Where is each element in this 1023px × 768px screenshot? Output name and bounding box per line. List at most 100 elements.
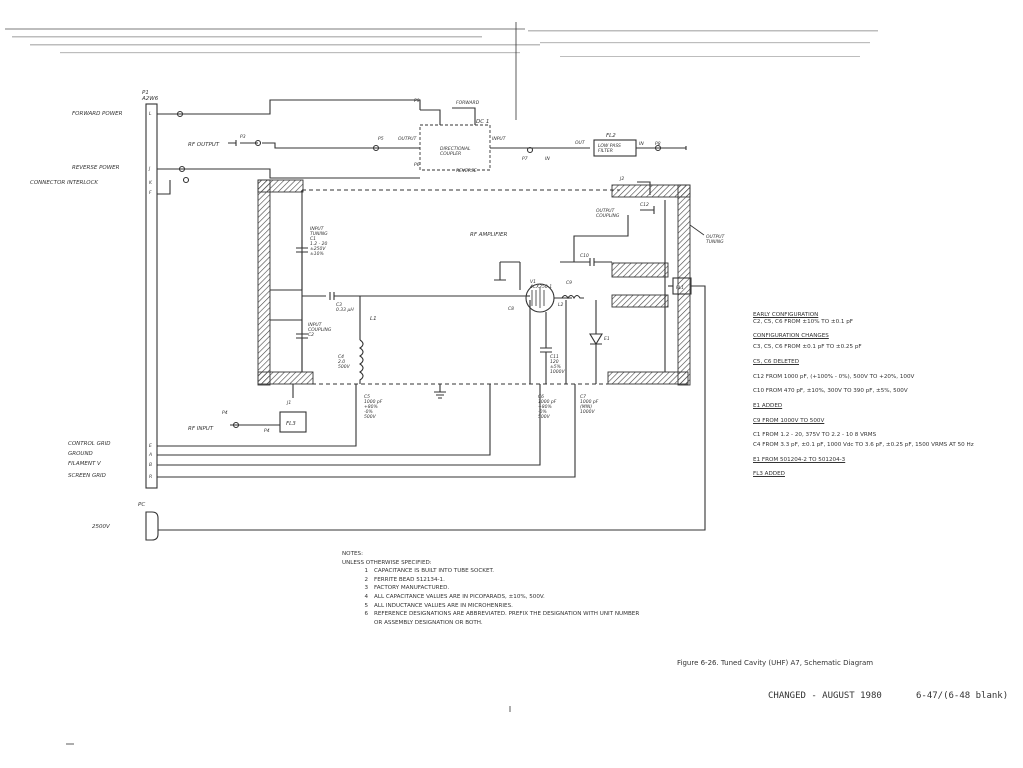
svg-text:P5: P5 (378, 136, 384, 142)
filter-fl3 (279, 411, 307, 433)
cfg-line: C2, C5, C6 FROM ±10% TO ±0.1 pF (753, 318, 854, 325)
faded-header-text (5, 28, 878, 57)
cfg-line: C4 FROM 3.3 pF, ±0.1 pF, 1000 Vdc TO 3.6… (753, 442, 974, 449)
svg-text:L2: L2 (558, 302, 564, 308)
svg-text:P8: P8 (655, 141, 661, 147)
svg-text:P4: P4 (264, 428, 270, 434)
connector-p1 (145, 103, 158, 489)
svg-text:R: R (149, 474, 152, 480)
cfg-line: E1 ADDED (753, 402, 783, 409)
interlock-wire (157, 180, 171, 195)
grid-line (302, 292, 530, 300)
svg-text:C9: C9 (566, 280, 572, 286)
svg-text:IN: IN (639, 141, 644, 147)
cfg-line: E1 FROM 501204-2 TO 501204-3 (753, 456, 846, 463)
svg-text:E1: E1 (604, 336, 610, 342)
svg-text:C12: C12 (640, 202, 649, 208)
page-number: 6-47/(6-48 blank) (916, 691, 1009, 701)
input-coupling-c2 (296, 310, 308, 372)
cfg-line: C10 FROM 470 pF, ±10%, 300V TO 390 pF, ±… (753, 388, 908, 395)
p1-pins: L J K F E A B R (148, 111, 153, 480)
svg-text:C30.33 μH: C30.33 μH (336, 302, 354, 313)
svg-text:P9: P9 (414, 98, 420, 104)
svg-text:P7: P7 (522, 156, 528, 162)
cfg-line: C1 FROM 1.2 - 20, 375V TO 2.2 - 10 8 VRM… (753, 432, 877, 439)
cfg-line: C12 FROM 1000 pF, (+100% - 0%), 500V TO … (753, 373, 915, 380)
rf-output-wire (228, 140, 420, 149)
ground-symbol (434, 384, 446, 399)
cfg-line: FL3 ADDED (753, 471, 785, 478)
svg-text:B: B (149, 462, 152, 468)
ground-wire (157, 384, 491, 456)
svg-text:REVERSE: REVERSE (456, 168, 477, 174)
svg-text:IN: IN (545, 156, 550, 162)
svg-text:C8: C8 (508, 306, 514, 312)
hv-label: 2500V (92, 524, 111, 530)
svg-text:P6: P6 (414, 162, 420, 168)
inductor-l1 (359, 339, 364, 384)
svg-text:L1: L1 (370, 316, 377, 322)
cfg-line: C3, C5, C6 FROM ±0.1 pF TO ±0.25 pF (753, 344, 862, 351)
svg-text:FL3: FL3 (286, 421, 296, 427)
diode-e1 (589, 300, 603, 384)
configuration-notes: EARLY CONFIGURATION C2, C5, C6 FROM ±10%… (753, 312, 1018, 478)
connector-pc (145, 511, 159, 541)
cfg-line: CONFIGURATION CHANGES (753, 333, 829, 340)
note-item: OR ASSEMBLY DESIGNATION OR BOTH. (374, 619, 483, 626)
filament-v-label: FILAMENT V (68, 461, 102, 467)
notes-subheading: UNLESS OTHERWISE SPECIFIED: (342, 559, 432, 566)
connector-interlock-label: CONNECTOR INTERLOCK (30, 180, 98, 186)
cfg-line: C5, C6 DELETED (753, 358, 800, 365)
screen-grid-wire (157, 384, 576, 478)
ground-label: GROUND (68, 451, 93, 457)
svg-text:K: K (149, 180, 153, 186)
svg-text:INPUT: INPUT (492, 136, 507, 142)
reverse-power-wire (157, 168, 420, 179)
rf-output-label: RF OUTPUT (188, 142, 220, 148)
svg-text:FL1: FL1 (676, 285, 684, 291)
svg-text:F: F (149, 190, 152, 196)
input-tuning-c1 (296, 240, 308, 290)
svg-text:OUT: OUT (575, 140, 586, 146)
input-cavity (257, 179, 314, 386)
rf-amplifier-label: RF AMPLIFIER (470, 232, 508, 238)
changed-date: CHANGED - AUGUST 1980 (768, 691, 882, 701)
pc-label: PC (138, 502, 145, 508)
filament-wire (157, 384, 541, 466)
svg-text:J2: J2 (619, 176, 624, 182)
screen-grid-label: SCREEN GRID (68, 473, 106, 479)
svg-text:L: L (149, 111, 152, 117)
control-grid-label: CONTROL GRID (68, 441, 111, 447)
svg-text:E: E (149, 443, 152, 449)
reverse-power-label: REVERSE POWER (72, 165, 120, 171)
svg-text:A: A (148, 452, 152, 458)
notes-heading: NOTES: (342, 551, 363, 557)
output-cavity (607, 184, 691, 386)
svg-text:FORWARD: FORWARD (456, 100, 480, 106)
cfg-line: EARLY CONFIGURATION (753, 312, 819, 318)
control-grid-wire (157, 384, 357, 447)
svg-text:P3: P3 (240, 134, 246, 140)
rf-input-label: RF INPUT (188, 426, 214, 432)
svg-text:J: J (148, 166, 151, 172)
inductor-l2 (561, 294, 584, 300)
forward-power-wire (157, 99, 421, 115)
forward-power-label: FORWARD POWER (72, 111, 123, 117)
svg-text:C10: C10 (580, 253, 589, 259)
